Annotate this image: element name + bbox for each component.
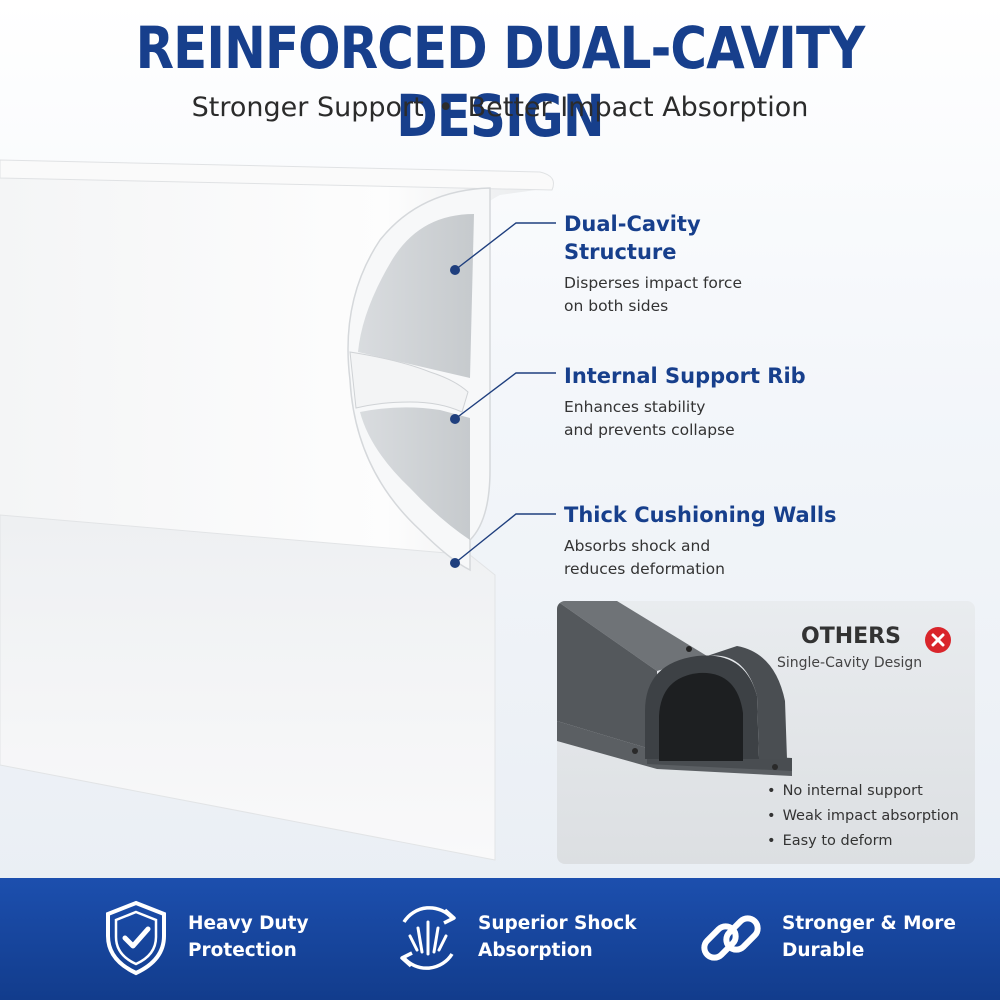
- callout-desc: Absorbs shock and reduces deformation: [564, 537, 725, 578]
- page-subtitle: Stronger Support • Better Impact Absorptio…: [0, 92, 1000, 123]
- list-item: No internal support: [767, 779, 959, 804]
- competitor-profile-image: [557, 601, 792, 776]
- list-item: Weak impact absorption: [767, 804, 959, 829]
- product-illustration: [0, 159, 556, 861]
- callout-dot: [450, 558, 460, 568]
- chain-link-icon: [701, 915, 761, 961]
- feature-banner: Heavy Duty Protection Superior Shock Abs…: [0, 878, 1000, 1000]
- callout-dot: [450, 414, 460, 424]
- comparison-panel: OTHERS Single-Cavity Design No internal …: [557, 601, 975, 864]
- feature-heavy-duty: Heavy Duty Protection: [0, 878, 330, 1000]
- callout-dual-cavity: Dual-Cavity Structure Disperses impact f…: [564, 210, 742, 318]
- callout-title: Thick Cushioning Walls: [564, 503, 837, 527]
- comparison-bullets: No internal support Weak impact absorpti…: [767, 779, 959, 854]
- page-title: REINFORCED DUAL-CAVITY DESIGN: [135, 14, 866, 150]
- callout-dot: [450, 265, 460, 275]
- x-circle-icon: [925, 627, 951, 653]
- list-item: Easy to deform: [767, 829, 959, 854]
- comparison-subtitle: Single-Cavity Design: [777, 655, 923, 671]
- comparison-title: OTHERS: [801, 624, 901, 649]
- callout-support-rib: Internal Support Rib Enhances stability …: [564, 362, 806, 442]
- upper-cavity: [358, 214, 474, 378]
- feature-label: Superior Shock Absorption: [478, 913, 637, 961]
- support-rib: [349, 351, 469, 413]
- shield-check-icon: [106, 900, 166, 976]
- callout-desc: Enhances stability and prevents collapse: [564, 398, 735, 439]
- feature-shock-absorption: Superior Shock Absorption: [330, 878, 670, 1000]
- callout-desc: Disperses impact force on both sides: [564, 274, 742, 315]
- subtitle-left: Stronger Support: [191, 92, 424, 123]
- subtitle-right: Better Impact Absorption: [467, 92, 809, 123]
- callout-title: Dual-Cavity Structure: [564, 212, 701, 264]
- feature-durable: Stronger & More Durable: [670, 878, 1000, 1000]
- feature-label: Heavy Duty Protection: [188, 913, 309, 961]
- feature-label: Stronger & More Durable: [782, 913, 956, 961]
- callout-thick-walls: Thick Cushioning Walls Absorbs shock and…: [564, 501, 837, 581]
- shock-cycle-icon: [400, 906, 456, 970]
- profile-flange: [0, 514, 496, 861]
- callout-title: Internal Support Rib: [564, 364, 806, 388]
- subtitle-separator: •: [437, 92, 454, 123]
- lower-cavity: [360, 407, 470, 540]
